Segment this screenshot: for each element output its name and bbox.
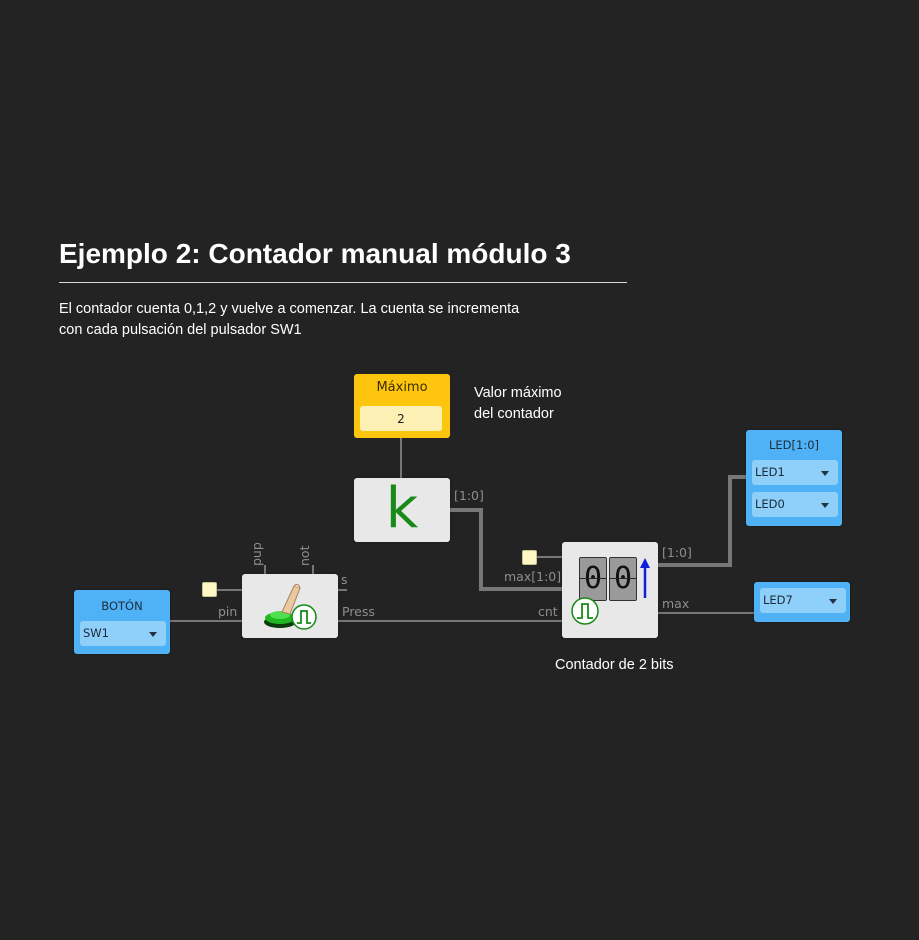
push-button-icon bbox=[264, 583, 317, 630]
page-title: Ejemplo 2: Contador manual módulo 3 bbox=[59, 238, 571, 269]
port-max-out: max bbox=[662, 596, 690, 611]
k-glyph-icon: k bbox=[385, 476, 419, 541]
pulse-icon bbox=[571, 597, 599, 625]
port-max-in: max[1:0] bbox=[504, 569, 562, 584]
title-divider bbox=[59, 282, 627, 283]
wire-bus-led bbox=[658, 475, 746, 567]
constant-label: Máximo bbox=[376, 380, 428, 395]
output-led-bus-label: LED[1:0] bbox=[768, 438, 819, 452]
constant-note-line2: del contador bbox=[474, 406, 554, 422]
led-bus-pin-1: LED1 bbox=[755, 465, 785, 479]
port-cnt: cnt bbox=[538, 604, 558, 619]
constant-block[interactable]: Máximo 2 bbox=[354, 374, 450, 438]
counter-caption: Contador de 2 bits bbox=[555, 657, 674, 673]
port-not: not bbox=[297, 545, 312, 566]
led-bus-pin-0: LED0 bbox=[755, 497, 785, 511]
output-led-bus-block[interactable]: LED[1:0] LED1 LED0 bbox=[746, 430, 842, 526]
counter-block[interactable]: 0 0 bbox=[562, 542, 658, 638]
led-bus-pin-select-1[interactable]: LED1 bbox=[752, 460, 838, 485]
const-k-block[interactable]: k bbox=[354, 476, 450, 542]
button-module-block[interactable] bbox=[242, 574, 338, 638]
port-k-out: [1:0] bbox=[454, 488, 484, 503]
digit-divider bbox=[580, 578, 606, 579]
chevron-down-icon bbox=[821, 503, 829, 508]
digit-divider bbox=[610, 578, 636, 579]
port-press: Press bbox=[342, 604, 375, 619]
led-bus-pin-select-0[interactable]: LED0 bbox=[752, 492, 838, 517]
constant-note-line1: Valor máximo bbox=[474, 385, 562, 401]
clock-input-counter bbox=[522, 550, 537, 565]
input-button-label: BOTÓN bbox=[101, 599, 143, 613]
output-led7-block[interactable]: LED7 bbox=[754, 582, 850, 622]
input-button-block[interactable]: BOTÓN SW1 bbox=[74, 590, 170, 654]
chevron-down-icon bbox=[149, 632, 157, 637]
chevron-down-icon bbox=[829, 599, 837, 604]
led7-pin-select[interactable]: LED7 bbox=[760, 588, 846, 613]
clock-input-button bbox=[202, 582, 217, 597]
wire-bus-max bbox=[450, 508, 562, 591]
constant-note: Valor máximo del contador bbox=[474, 383, 562, 425]
counter-digit-1-value: 0 bbox=[583, 561, 603, 596]
input-pin-select[interactable]: SW1 bbox=[80, 621, 166, 646]
counter-digit-2-value: 0 bbox=[613, 561, 633, 596]
arrow-up-icon bbox=[640, 558, 650, 598]
port-pin: pin bbox=[218, 604, 238, 619]
constant-value-input[interactable]: 2 bbox=[360, 406, 442, 431]
page-description: El contador cuenta 0,1,2 y vuelve a come… bbox=[59, 301, 520, 338]
port-pup: pup bbox=[249, 542, 264, 566]
counter-digit-2: 0 bbox=[609, 557, 637, 601]
chevron-down-icon bbox=[821, 471, 829, 476]
input-pin-value: SW1 bbox=[83, 626, 109, 640]
port-bus-out: [1:0] bbox=[662, 545, 692, 560]
led7-pin: LED7 bbox=[763, 593, 793, 607]
counter-digit-1: 0 bbox=[579, 557, 607, 601]
port-s: s bbox=[341, 572, 348, 587]
